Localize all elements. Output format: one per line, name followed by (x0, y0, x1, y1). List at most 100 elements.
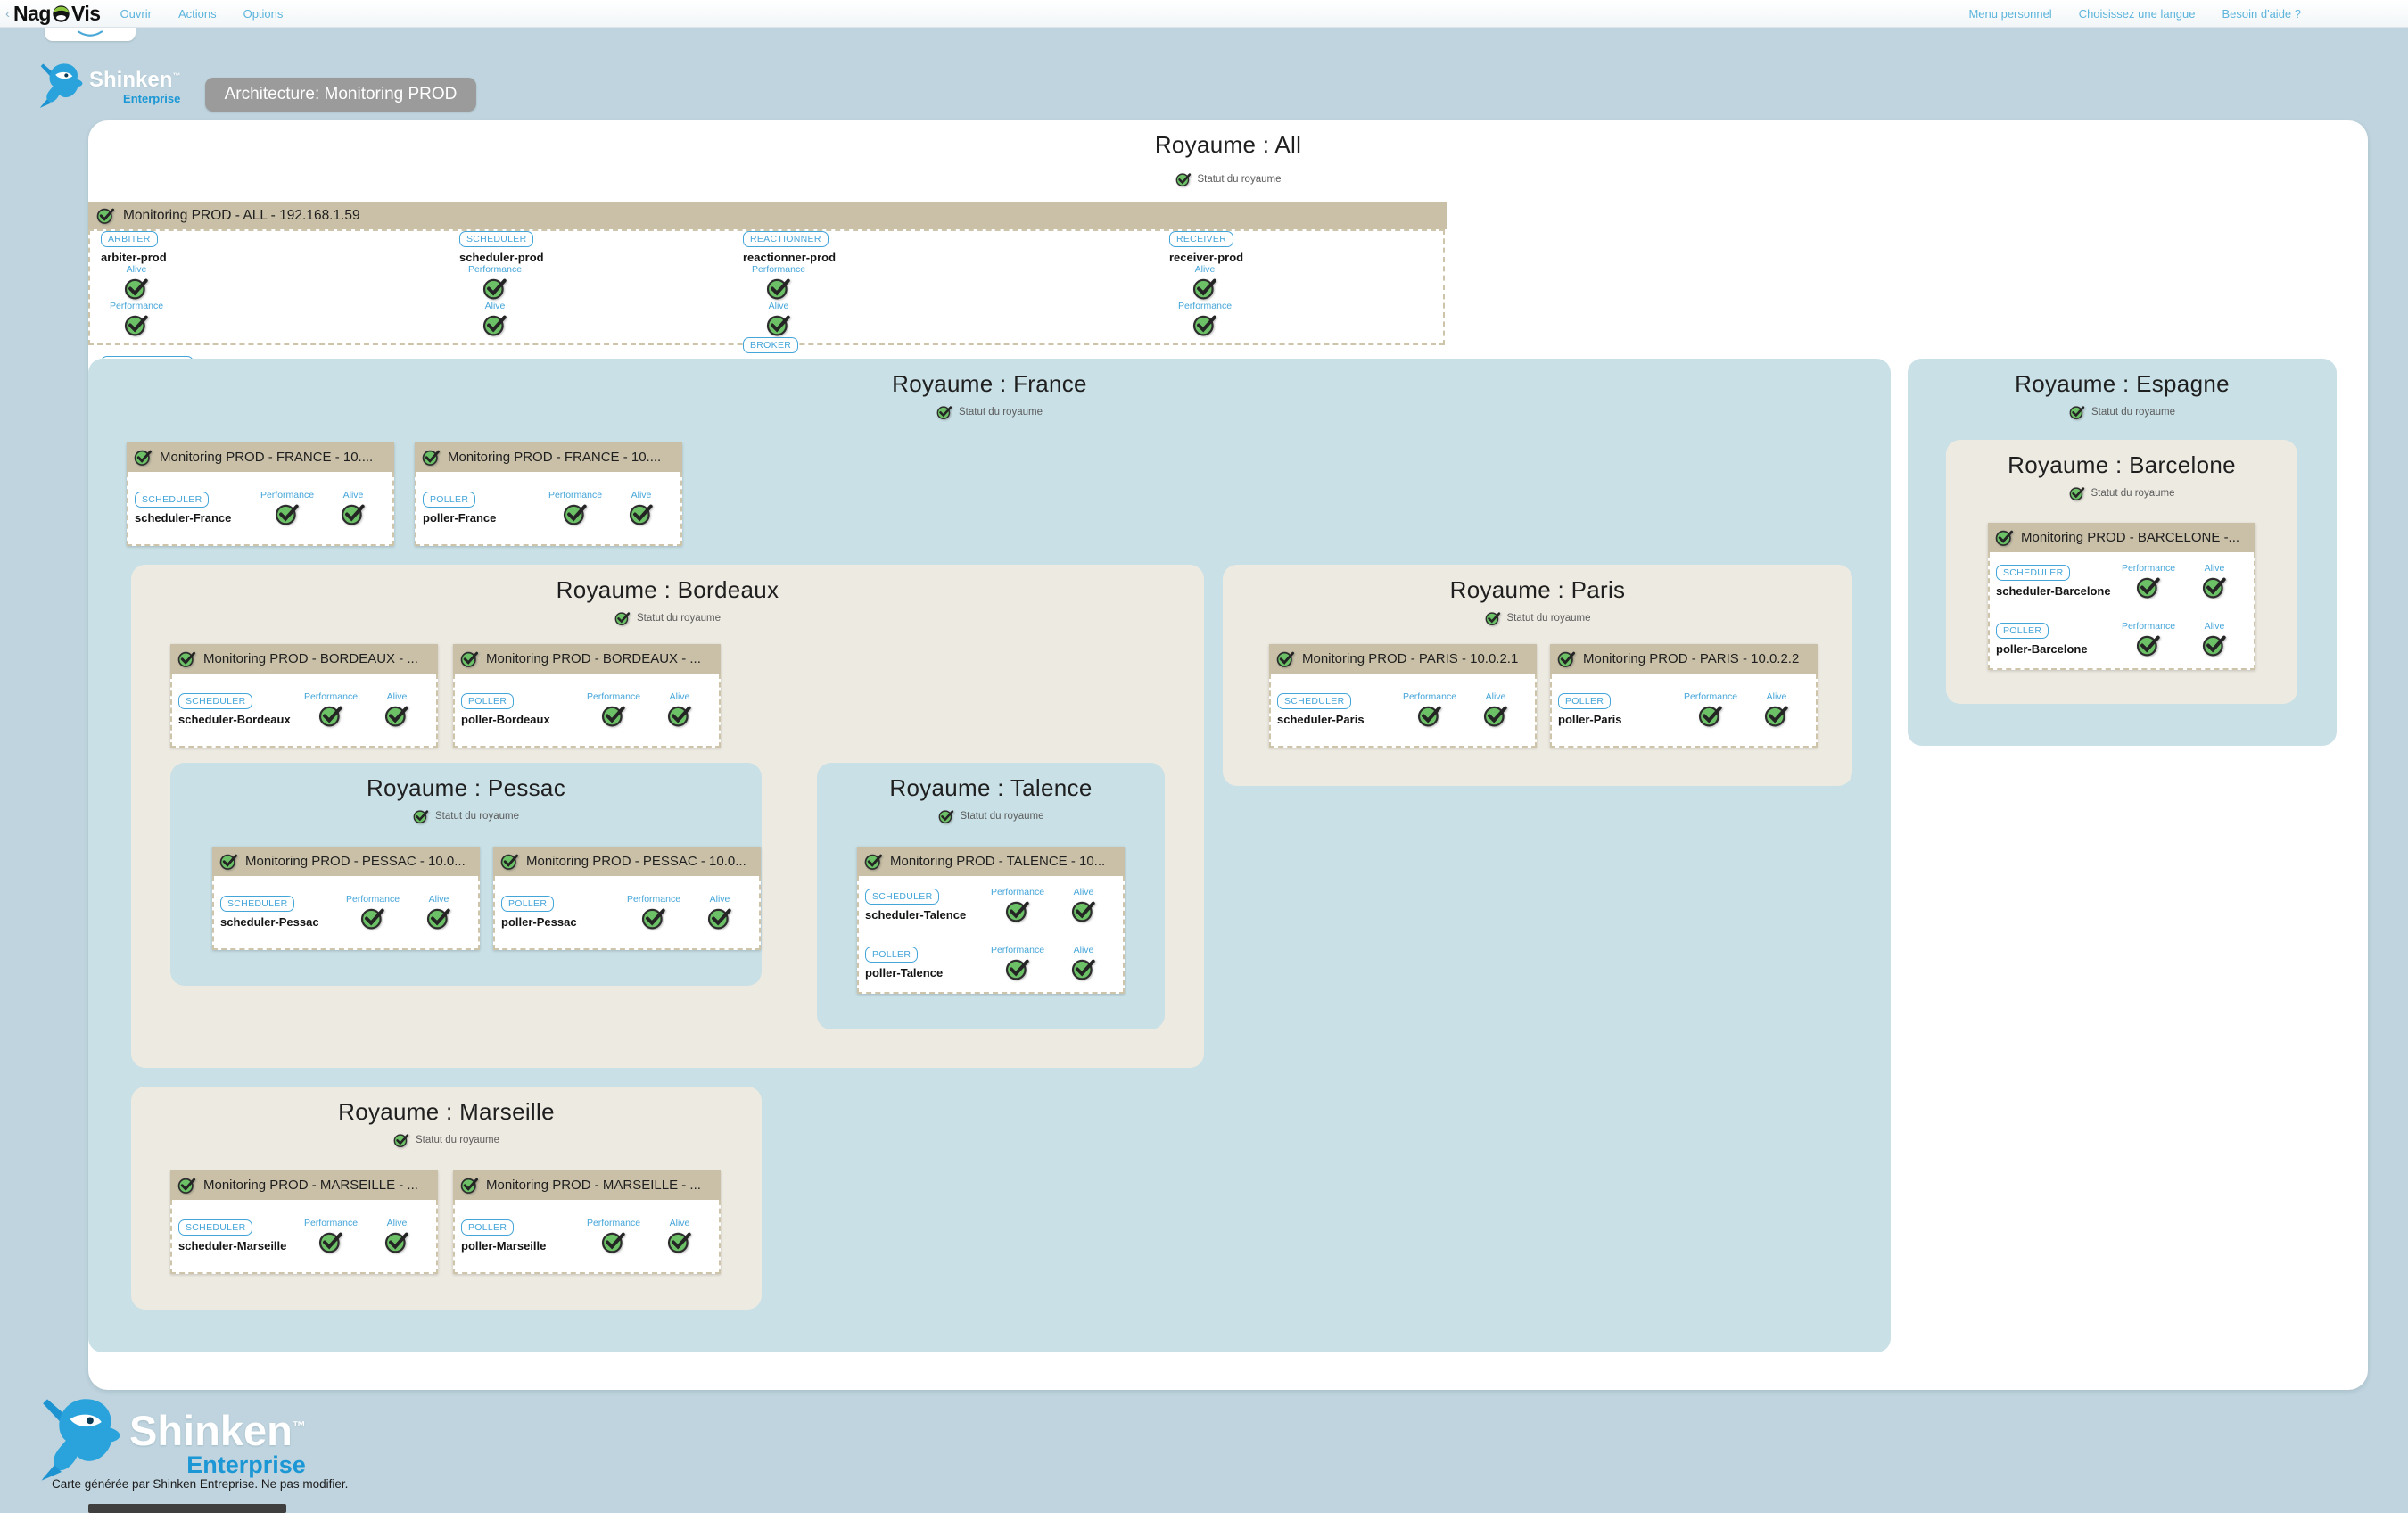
check-ok-icon[interactable] (1698, 703, 1723, 728)
service-label: Alive (2204, 563, 2225, 574)
check-ok-icon[interactable] (629, 501, 654, 526)
status-check-icon[interactable] (413, 808, 429, 824)
monitoring-box-header[interactable]: Monitoring PROD - BORDEAUX - ... (453, 644, 721, 674)
check-ok-icon[interactable] (601, 703, 626, 728)
monitoring-box[interactable]: Monitoring PROD - MARSEILLE - ...SCHEDUL… (170, 1170, 438, 1274)
check-ok-icon[interactable] (426, 905, 451, 930)
status-check-icon[interactable] (2069, 404, 2085, 420)
nagvis-logo-text-right: Vis (70, 1, 101, 25)
monitoring-box-header[interactable]: Monitoring PROD - PARIS - 10.0.2.2 (1550, 644, 1818, 674)
monitoring-box-header[interactable]: Monitoring PROD - PESSAC - 10.0... (212, 847, 480, 876)
check-ok-icon[interactable] (124, 276, 149, 301)
monitoring-box-header[interactable]: Monitoring PROD - PESSAC - 10.0... (493, 847, 761, 876)
menu-item-options[interactable]: Options (243, 6, 284, 21)
check-ok-icon[interactable] (2202, 632, 2227, 657)
check-ok-icon[interactable] (601, 1229, 626, 1254)
check-ok-icon[interactable] (2136, 575, 2161, 599)
monitoring-box-header[interactable]: Monitoring PROD - MARSEILLE - ... (453, 1170, 721, 1200)
check-ok-icon[interactable] (1071, 898, 1096, 923)
menu-item-menu-personnel[interactable]: Menu personnel (1968, 6, 2052, 21)
status-check-icon[interactable] (936, 404, 952, 420)
check-ok-icon[interactable] (667, 703, 692, 728)
check-ok-icon[interactable] (482, 312, 507, 337)
status-check-icon[interactable] (2069, 485, 2085, 501)
status-check-icon[interactable] (393, 1132, 409, 1148)
check-ok-icon[interactable] (124, 312, 149, 337)
check-ok-icon[interactable] (1192, 312, 1217, 337)
check-ok-icon[interactable] (766, 276, 791, 301)
menu-item-besoin-d-aide[interactable]: Besoin d'aide ? (2222, 6, 2302, 21)
menu-item-choisissez-une-langue[interactable]: Choisissez une langue (2078, 6, 2196, 21)
check-ok-icon[interactable] (563, 501, 588, 526)
monitoring-box[interactable]: Monitoring PROD - BORDEAUX - ...SCHEDULE… (170, 644, 438, 748)
check-ok-icon[interactable] (1192, 276, 1217, 301)
monitoring-box-header[interactable]: Monitoring PROD - BARCELONE -... (1988, 523, 2255, 552)
monitoring-box[interactable]: Monitoring PROD - PESSAC - 10.0...POLLER… (493, 847, 761, 950)
monitoring-box[interactable]: Monitoring PROD - BARCELONE -...SCHEDULE… (1988, 523, 2255, 670)
check-ok-icon[interactable] (766, 312, 791, 337)
check-ok-icon[interactable] (641, 905, 666, 930)
monitoring-box-header[interactable]: Monitoring PROD - MARSEILLE - ... (170, 1170, 438, 1200)
horizontal-scrollbar-thumb[interactable] (88, 1504, 286, 1513)
check-ok-icon[interactable] (318, 703, 343, 728)
check-ok-icon[interactable] (384, 1229, 409, 1254)
nagvis-logo[interactable]: Nag Vis (13, 1, 101, 25)
monitoring-box-header[interactable]: Monitoring PROD - PARIS - 10.0.2.1 (1269, 644, 1537, 674)
monitoring-box[interactable]: Monitoring PROD - PESSAC - 10.0...SCHEDU… (212, 847, 480, 950)
check-ok-icon[interactable] (707, 905, 732, 930)
monitoring-box-header[interactable]: Monitoring PROD - BORDEAUX - ... (170, 644, 438, 674)
monitoring-box-header[interactable]: Monitoring PROD - TALENCE - 10... (857, 847, 1125, 876)
back-arrow[interactable]: ‹ (5, 5, 10, 21)
monitoring-box-header[interactable]: Monitoring PROD - FRANCE - 10.... (127, 442, 394, 472)
check-ok-icon[interactable] (2136, 632, 2161, 657)
monitoring-box[interactable]: Monitoring PROD - TALENCE - 10...SCHEDUL… (857, 847, 1125, 994)
check-ok-icon[interactable] (384, 703, 409, 728)
monitoring-box-header-all[interactable]: Monitoring PROD - ALL - 192.168.1.59 (88, 202, 1447, 229)
check-ok-icon[interactable] (1483, 703, 1508, 728)
check-ok-icon[interactable] (318, 1229, 343, 1254)
check-ok-icon[interactable] (1071, 956, 1096, 981)
header-collapse-tab[interactable] (45, 28, 136, 41)
menu-item-actions[interactable]: Actions (177, 6, 217, 21)
monitoring-box[interactable]: Monitoring PROD - FRANCE - 10....SCHEDUL… (127, 442, 394, 546)
menu-item-ouvrir[interactable]: Ouvrir (120, 6, 152, 21)
status-check-icon[interactable] (938, 808, 954, 824)
check-ok-icon[interactable] (360, 905, 385, 930)
check-ok-icon[interactable] (1005, 956, 1030, 981)
status-check-icon[interactable] (1175, 171, 1192, 187)
status-check-icon[interactable] (1485, 610, 1501, 626)
monitoring-box-header[interactable]: Monitoring PROD - FRANCE - 10.... (415, 442, 682, 472)
check-ok-icon[interactable] (1764, 703, 1789, 728)
check-ok-icon[interactable] (341, 501, 366, 526)
check-ok-icon[interactable] (1005, 898, 1030, 923)
check-ok-icon[interactable] (667, 1229, 692, 1254)
status-check-icon[interactable] (614, 610, 631, 626)
check-ok-icon[interactable] (1417, 703, 1442, 728)
check-ok-icon[interactable] (275, 501, 300, 526)
check-ok-icon[interactable] (482, 276, 507, 301)
check-ok-icon[interactable] (2202, 575, 2227, 599)
